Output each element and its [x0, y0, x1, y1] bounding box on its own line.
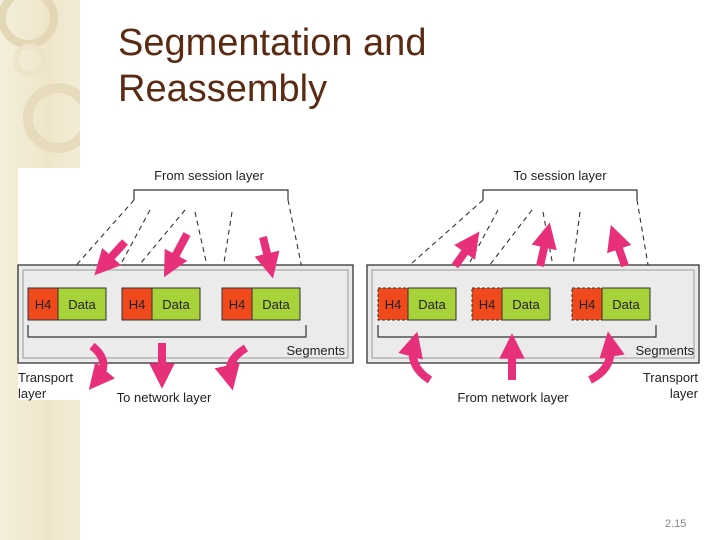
out-arrow-1	[88, 342, 116, 390]
in-arrow-1	[398, 331, 433, 384]
segments-bracket-left	[27, 325, 307, 338]
slide-title-line2: Reassembly	[118, 68, 328, 110]
data-box	[407, 287, 457, 321]
up-arrow-1	[451, 231, 480, 269]
transport-layer-label-left-1: Transport	[18, 370, 74, 385]
arrows-up-right	[451, 222, 632, 269]
from-network-layer-label: From network layer	[457, 390, 569, 405]
segment-units-left: H4 Data H4 Data H4 Data	[27, 287, 301, 321]
h4-header-text: H4	[229, 297, 246, 312]
data-text: Data	[262, 297, 290, 312]
h4-header-box	[27, 287, 59, 321]
transport-panel-right-inner	[371, 269, 695, 359]
receiver-side: To session layer H4 Data H4 Data H4 Data Segm…	[366, 168, 700, 405]
arrows-down-left	[94, 232, 280, 279]
segments-label-right: Segments	[635, 343, 694, 358]
down-arrow-2	[163, 232, 191, 278]
data-box	[57, 287, 107, 321]
segment-unit: H4 Data	[221, 287, 301, 321]
up-arrow-2	[531, 222, 557, 267]
h4-header-box	[377, 287, 409, 321]
session-bracket-left	[133, 189, 289, 200]
arrows-in-right	[398, 331, 625, 384]
segment-unit: H4 Data	[377, 287, 457, 321]
decorative-circles	[0, 0, 80, 153]
data-box	[251, 287, 301, 321]
segments-label-left: Segments	[286, 343, 345, 358]
segment-unit: H4 Data	[471, 287, 551, 321]
down-arrow-3	[254, 236, 280, 279]
h4-header-box	[471, 287, 503, 321]
data-box	[601, 287, 651, 321]
to-session-layer-label: To session layer	[513, 168, 607, 183]
data-text: Data	[162, 297, 190, 312]
segment-unit: H4 Data	[571, 287, 651, 321]
data-text: Data	[612, 297, 640, 312]
h4-header-text: H4	[385, 297, 402, 312]
out-arrow-3	[214, 344, 249, 391]
h4-header-text: H4	[35, 297, 52, 312]
data-box	[151, 287, 201, 321]
session-bracket-right	[482, 189, 638, 200]
down-arrow-1	[94, 239, 128, 276]
data-box	[501, 287, 551, 321]
up-arrow-3	[607, 224, 632, 268]
slide-title-line1: Segmentation and	[118, 22, 427, 64]
transport-layer-label-left-2: layer	[18, 386, 47, 401]
segment-unit: H4 Data	[121, 287, 201, 321]
h4-header-box	[121, 287, 153, 321]
h4-header-box	[571, 287, 603, 321]
segment-unit: H4 Data	[27, 287, 107, 321]
segmentation-diagram: From session layer H4 Data H4 Data H4 Data Se…	[17, 168, 700, 405]
sender-side: From session layer H4 Data H4 Data H4 Data Se…	[17, 168, 354, 405]
slide-title: Segmentation and Reassembly	[118, 20, 618, 112]
h4-header-text: H4	[579, 297, 596, 312]
from-session-layer-label: From session layer	[154, 168, 264, 183]
arrows-out-left	[88, 342, 249, 391]
h4-header-text: H4	[129, 297, 146, 312]
slide-number: 2.15	[665, 518, 687, 530]
data-text: Data	[418, 297, 446, 312]
transport-layer-label-right-2: layer	[670, 386, 699, 401]
h4-header-text: H4	[479, 297, 496, 312]
segment-units-right: H4 Data H4 Data H4 Data	[377, 287, 651, 321]
data-text: Data	[512, 297, 540, 312]
transport-layer-label-right-1: Transport	[643, 370, 699, 385]
to-network-layer-label: To network layer	[117, 390, 212, 405]
in-arrow-3	[588, 331, 625, 384]
h4-header-box	[221, 287, 253, 321]
data-text: Data	[68, 297, 96, 312]
